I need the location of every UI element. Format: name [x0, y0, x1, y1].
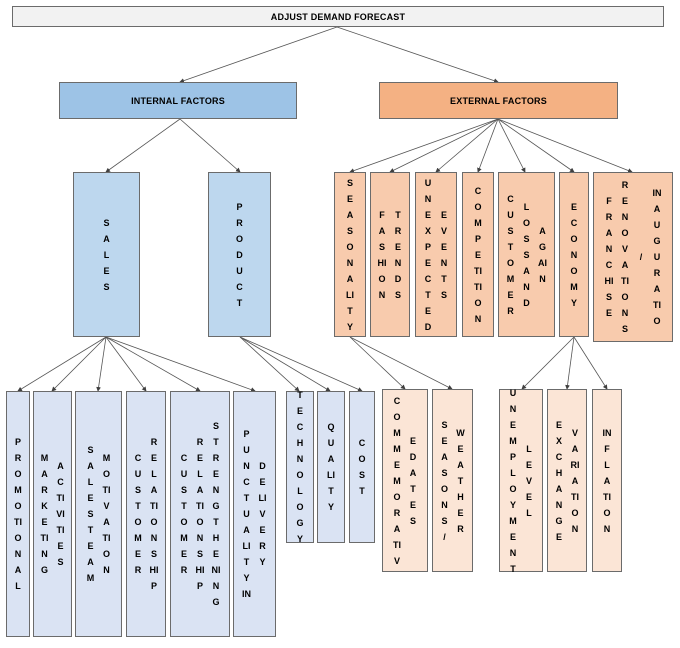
events-label: EVENTS [440, 209, 448, 300]
seasonality-label: SEASONALITY [346, 177, 354, 332]
again-label: AGAIN [538, 225, 547, 284]
quality-label: QUALITY [327, 422, 335, 512]
competition-label: COMPETITION [474, 185, 482, 324]
external-factors-node: EXTERNAL FACTORS [379, 82, 618, 119]
level-label: LEVEL [525, 443, 532, 518]
technology-label: TECHNOLOGY [296, 390, 304, 544]
e-dates-label: E DATES [409, 435, 417, 526]
customer-rel-label: CUSTOMER [134, 453, 142, 575]
motivation-label: MOTIVATION [102, 453, 111, 575]
promotional-label: PROMOTIONAL [14, 437, 22, 591]
marketing-label: MARKETING [40, 453, 49, 575]
punctuality-label: PUNCTUALITY IN [242, 429, 251, 599]
quality-node: QUALITY [317, 391, 345, 543]
delivery-label: DELIVERY [258, 461, 267, 567]
cost-node: COST [349, 391, 375, 543]
customer-loss-node: CUSTOMER LOSS AND AGAIN [498, 172, 555, 337]
sales-label: SALES [103, 217, 110, 292]
commemorativ-label: COMMEMORATIV [393, 395, 401, 566]
seasons-label: SEASONS / [440, 419, 448, 542]
weather-label: WEATHER [456, 427, 465, 534]
customer-label: CUSTOMER [506, 193, 515, 316]
slash-label: / [639, 252, 643, 262]
franchise-node: FRANCHISE RENOVATIONS / INAUGURATIO [593, 172, 673, 342]
competition-node: COMPETITION [462, 172, 494, 337]
customer-relationship-strengthening-node: CUSTOMER RELATIONSHIP STRENGTHENING [170, 391, 230, 637]
economy-label: ECONOMY [570, 201, 578, 308]
root-node: ADJUST DEMAND FORECAST [12, 6, 664, 27]
fashion-label: FASHION [377, 209, 387, 300]
marketing-activities-node: MARKETING ACTIVITIES [33, 391, 72, 637]
internal-factors-node: INTERNAL FACTORS [59, 82, 297, 119]
fashion-trends-node: FASHION TRENDS [370, 172, 410, 337]
renovations-label: RENOVATIONS [621, 180, 629, 334]
relationship-str-label: RELATIONSHIP [195, 437, 205, 591]
trends-label: TRENDS [394, 209, 402, 300]
cost-label: COST [358, 438, 366, 496]
unexpected-label: UNEXPECTED [424, 177, 432, 332]
customer-relationship-node: CUSTOMER RELATIONSHIP [126, 391, 166, 637]
punctuality-delivery-node: PUNCTUALITY IN DELIVERY [233, 391, 276, 637]
strengthening-label: STRENGTHENING [211, 421, 221, 607]
activities-label: ACTIVITIES [56, 461, 65, 567]
seasonality-node: SEASONALITY [334, 172, 366, 337]
sales-node: SALES [73, 172, 140, 337]
economy-node: ECONOMY [559, 172, 589, 337]
exchange-variation-node: EXCHANGE VARIATION [547, 389, 587, 572]
seasons-weather-node: SEASONS / WEATHER [432, 389, 473, 572]
relationship-label: RELATIONSHIP [149, 437, 159, 591]
product-label: PRODUCT [235, 201, 243, 308]
unemployment-label: UNEMPLOYMENT [509, 387, 517, 574]
technology-node: TECHNOLOGY [286, 390, 314, 544]
external-factors-label: EXTERNAL FACTORS [450, 95, 547, 106]
variation-label: VARIATION [570, 427, 580, 534]
internal-factors-label: INTERNAL FACTORS [131, 95, 225, 106]
product-node: PRODUCT [208, 172, 271, 337]
inflation-label: INFLATION [602, 427, 612, 534]
exchange-label: EXCHANGE [555, 419, 563, 542]
promotional-node: PROMOTIONAL [6, 391, 30, 637]
unemployment-level-node: UNEMPLOYMENT LEVEL [499, 388, 543, 574]
root-label: ADJUST DEMAND FORECAST [270, 11, 406, 22]
inauguratio-label: INAUGURATIO [652, 188, 662, 326]
inflation-node: INFLATION [592, 389, 622, 572]
sales-team-motivation-node: SALES TEAM MOTIVATION [75, 391, 122, 637]
loss-and-label: LOSS AND [522, 201, 530, 308]
commemorative-dates-node: COMMEMORATIV E DATES [382, 389, 428, 572]
franchise-label: FRANCHISE [604, 196, 614, 318]
unexpected-events-node: UNEXPECTED EVENTS [415, 172, 457, 337]
customer-str-label: CUSTOMER [180, 453, 188, 575]
sales-team-label: SALES TEAM [86, 445, 95, 583]
